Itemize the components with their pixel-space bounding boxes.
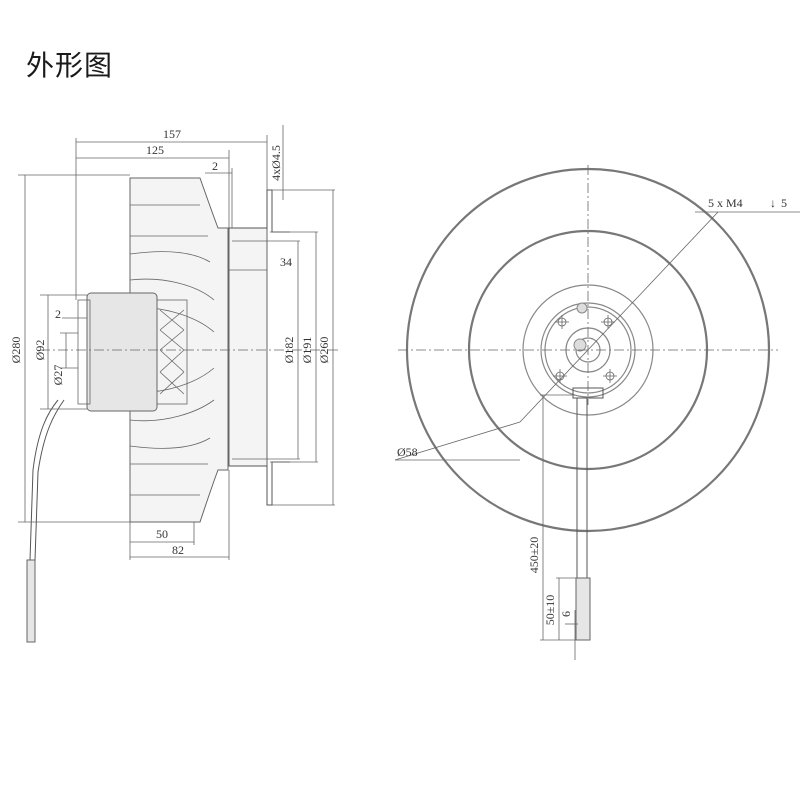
dim-width-50: 50 bbox=[156, 527, 168, 541]
page-title: 外形图 bbox=[26, 49, 114, 82]
side-view: 157 125 2 4xØ4.5 34 Ø280 Ø92 Ø27 2 Ø182 … bbox=[9, 125, 340, 643]
bolt-holes bbox=[553, 315, 617, 383]
dim-width-82: 82 bbox=[172, 543, 184, 557]
dim-cable-strip: 50±10 bbox=[543, 595, 557, 626]
motor-hub bbox=[86, 292, 158, 412]
front-view: 5 x M4 ↓ 5 Ø58 450±20 50±10 6 bbox=[394, 165, 800, 660]
cable-wire-front bbox=[575, 577, 591, 641]
dim-offset-2: 2 bbox=[55, 307, 61, 321]
dim-diameter-280: Ø280 bbox=[9, 337, 23, 364]
svg-text:↓: ↓ bbox=[770, 196, 776, 210]
dim-mount-holes: 4xØ4.5 bbox=[269, 145, 283, 181]
dim-cable-length: 450±20 bbox=[527, 537, 541, 574]
cable-wire bbox=[26, 559, 36, 643]
mounting-flange bbox=[228, 227, 268, 467]
dim-diameter-191: Ø191 bbox=[300, 337, 314, 364]
dim-center-diameter: Ø58 bbox=[397, 445, 418, 459]
dim-diameter-92: Ø92 bbox=[33, 340, 47, 361]
dim-cable-tip: 6 bbox=[559, 611, 573, 617]
dim-impeller-depth: 125 bbox=[146, 143, 164, 157]
dim-diameter-260: Ø260 bbox=[317, 337, 331, 364]
dim-flange-offset: 2 bbox=[212, 159, 218, 173]
dim-hub-threads: 5 x M4 bbox=[708, 196, 743, 210]
dim-flange-to-ring: 34 bbox=[280, 255, 292, 269]
dim-overall-depth: 157 bbox=[163, 127, 181, 141]
dim-thread-depth: 5 bbox=[781, 196, 787, 210]
dim-diameter-182: Ø182 bbox=[282, 337, 296, 364]
dim-diameter-27: Ø27 bbox=[51, 365, 65, 386]
